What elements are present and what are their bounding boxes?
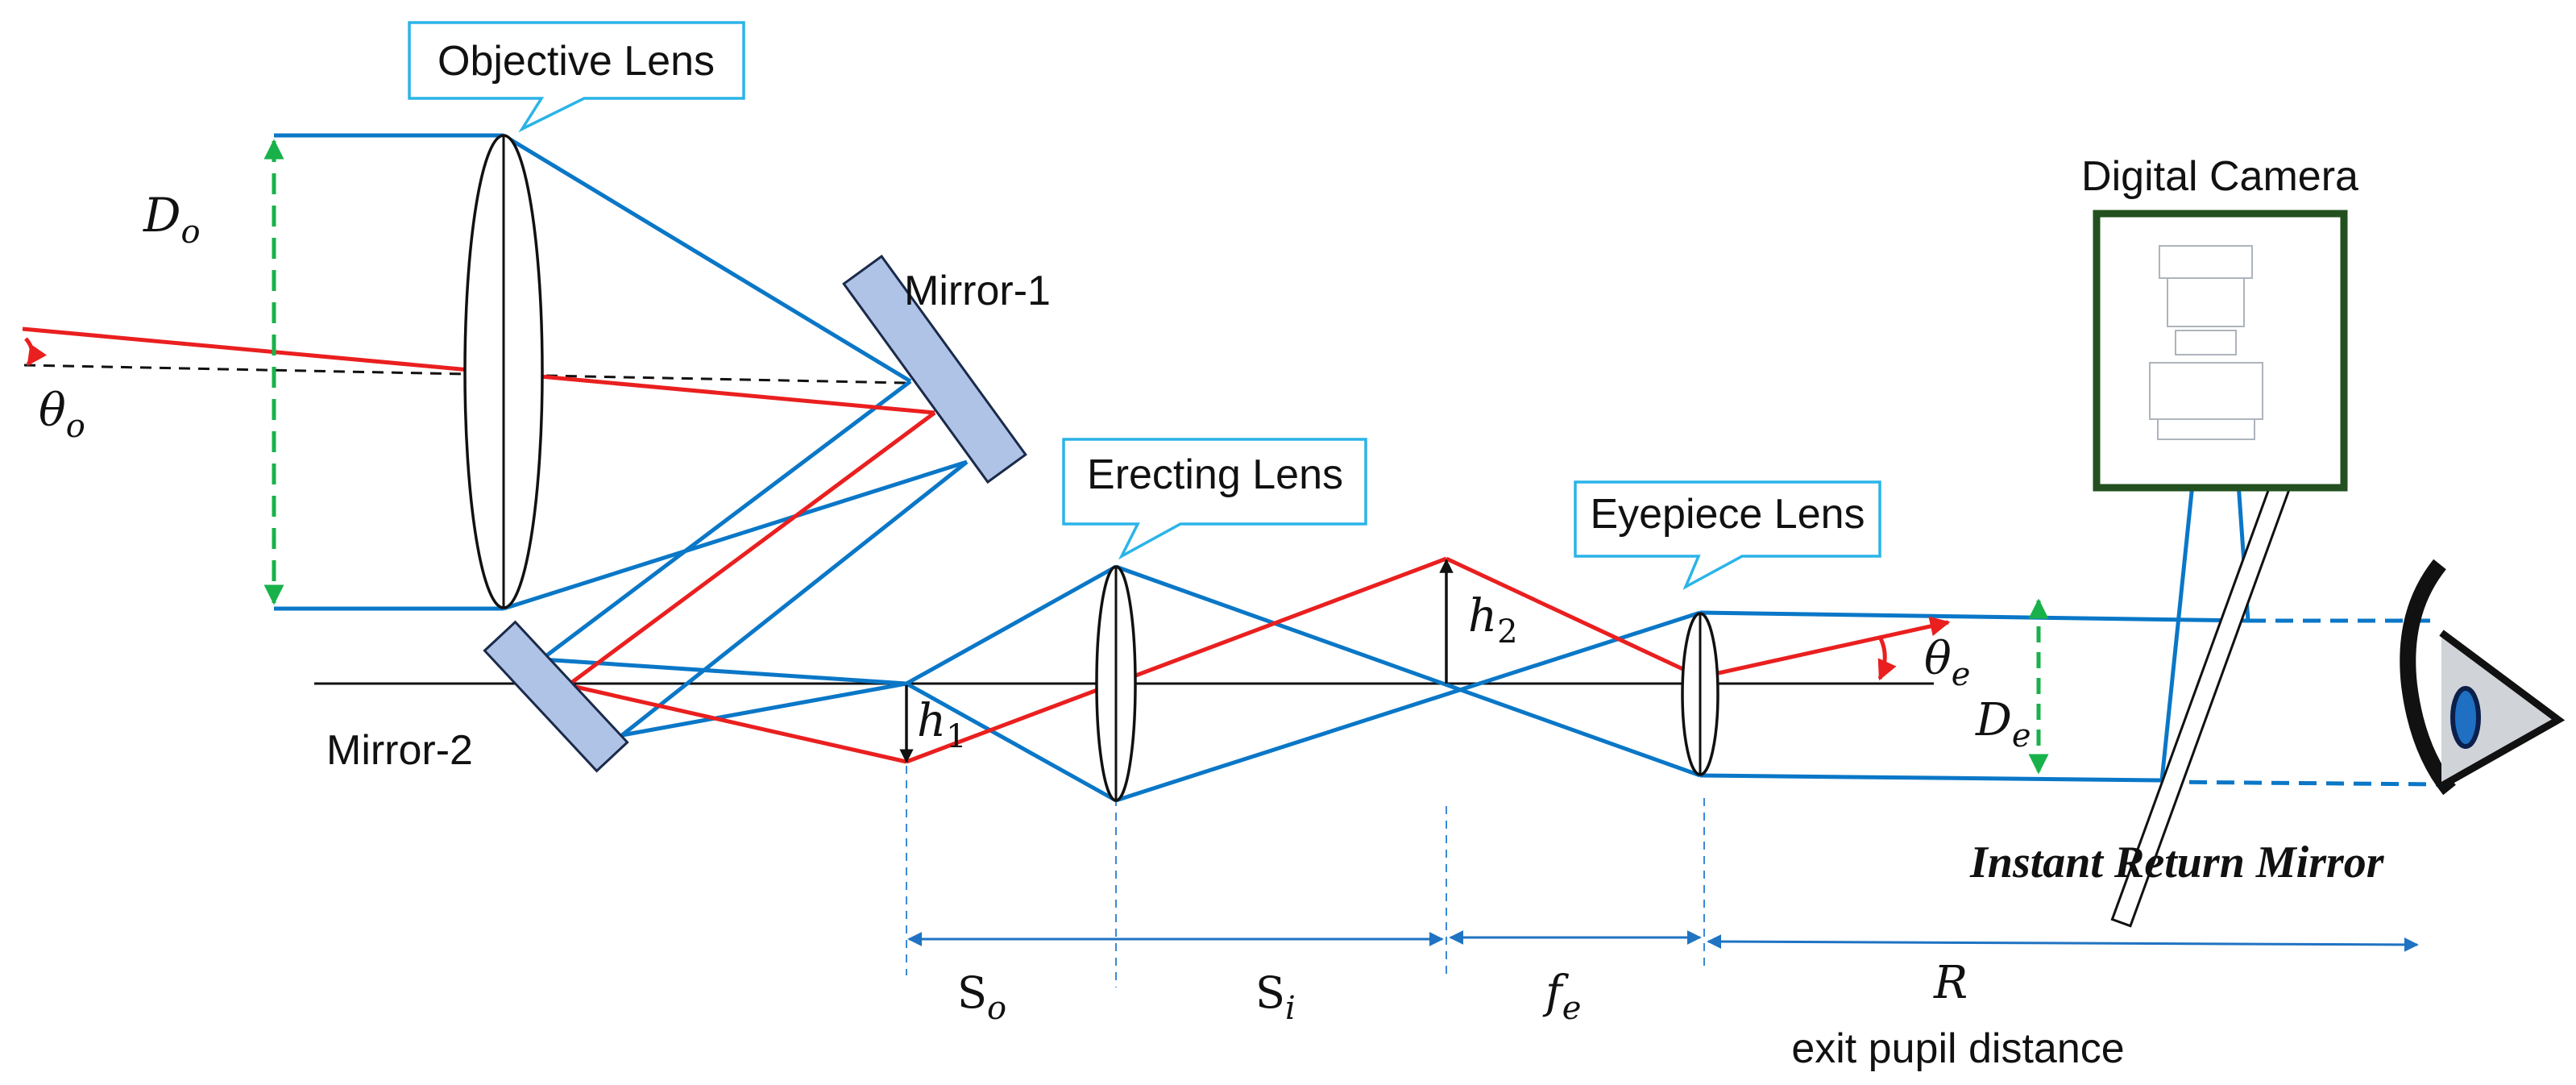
r-symbol: R (1933, 957, 1968, 1009)
mirror-1-label: Mirror-1 (904, 268, 1051, 314)
objective-lens-callout: Objective Lens (408, 21, 745, 133)
s-o-symbol: So (957, 967, 1006, 1027)
marginal-rays (274, 133, 2438, 803)
instant-return-mirror-label: Instant Return Mirror (1969, 838, 2385, 888)
theta-o-symbol: θo (39, 385, 85, 445)
theta-e-symbol: θe (1924, 633, 1970, 693)
mirror-2-label: Mirror-2 (326, 727, 473, 774)
f-e-symbol: fe (1542, 967, 1581, 1027)
guide-lines (906, 766, 1705, 987)
erecting-lens-label: Erecting Lens (1087, 451, 1343, 498)
eyepiece-lens-callout: Eyepiece Lens (1574, 480, 1881, 590)
eye (2400, 559, 2566, 796)
d-e-symbol: De (1975, 694, 2031, 755)
eyepiece-lens-label: Eyepiece Lens (1590, 491, 1865, 538)
erecting-lens (1095, 565, 1137, 802)
s-i-symbol: Si (1255, 967, 1296, 1027)
dimension-arrows (907, 930, 2419, 952)
mirror-1 (842, 254, 1027, 484)
h1-symbol: h1 (917, 695, 967, 755)
digital-camera (2093, 210, 2348, 492)
objective-lens-label: Objective Lens (438, 38, 715, 85)
exit-pupil-distance-label: exit pupil distance (1791, 1025, 2124, 1072)
objective-lens (463, 134, 544, 609)
d-o-symbol: Do (143, 188, 201, 251)
erecting-lens-callout: Erecting Lens (1062, 438, 1367, 560)
eyepiece-lens (1681, 612, 1719, 776)
digital-camera-label: Digital Camera (2081, 153, 2358, 200)
incoming-reference-line (23, 364, 907, 385)
h2-symbol: h2 (1468, 590, 1518, 651)
mirror-2 (483, 620, 629, 773)
